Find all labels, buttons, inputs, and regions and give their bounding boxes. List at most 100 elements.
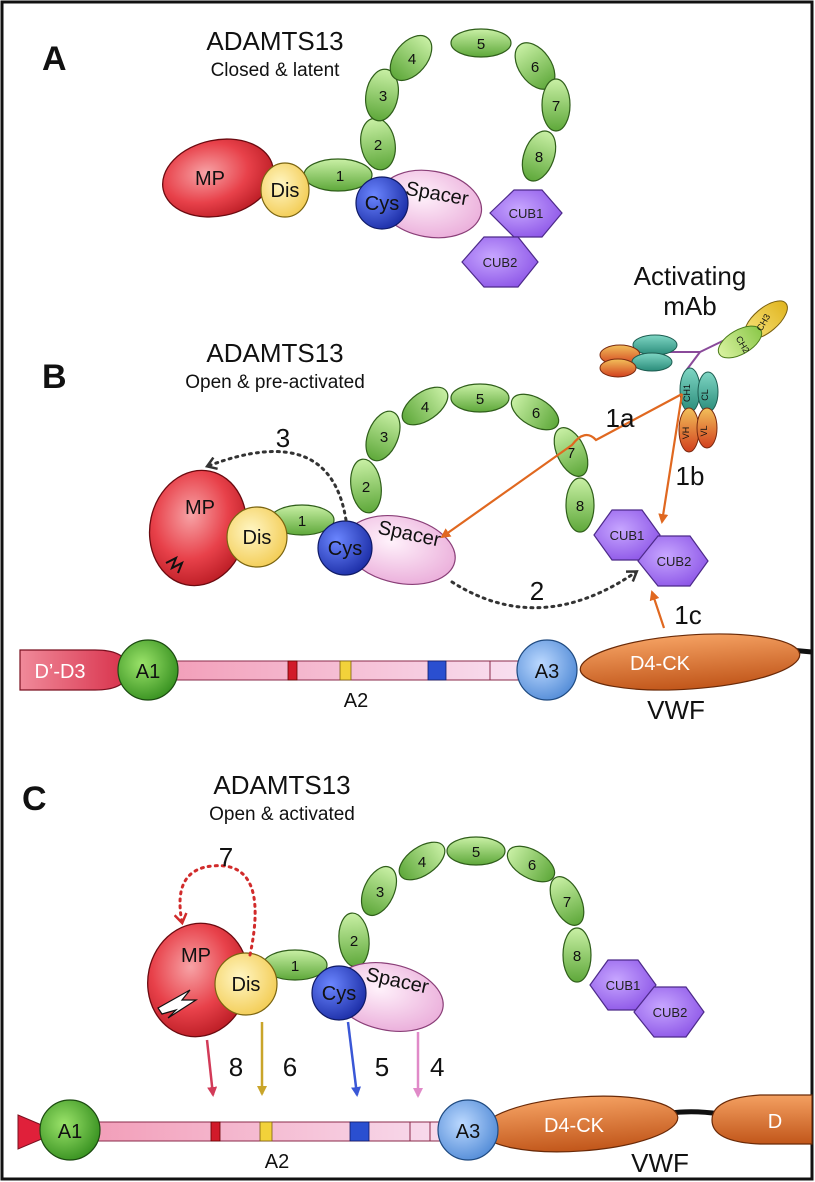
tsp-6-b-label: 6 xyxy=(532,405,540,422)
tsp-8-a xyxy=(521,130,557,182)
tsp-7-a-label: 7 xyxy=(552,98,560,115)
tsp-3-b-label: 3 xyxy=(380,429,388,446)
dis-label-b: Dis xyxy=(243,527,272,549)
arrow-8 xyxy=(205,1039,218,1097)
a3-label-b: A3 xyxy=(535,661,559,683)
vwf-label-c: VWF xyxy=(631,1148,689,1178)
cys-domain-a xyxy=(355,176,409,230)
dis-domain-b xyxy=(226,506,288,568)
tsp-arc-b xyxy=(269,383,595,536)
tsp-8-a-label: 8 xyxy=(535,149,543,166)
panel-c: C ADAMTS13 Open & activated 2 3 4 5 6 7 … xyxy=(17,770,813,1178)
cub1-domain-c xyxy=(589,959,657,1011)
a2-site-yellow-b xyxy=(339,660,352,681)
vwf-label-b: VWF xyxy=(647,695,705,725)
arrow-3-label: 3 xyxy=(276,423,290,453)
mp-cleft-icon xyxy=(165,555,184,574)
arrow-3-dotted xyxy=(208,450,348,522)
dis-domain-a xyxy=(260,162,310,218)
tsp-5-a-label: 5 xyxy=(477,36,485,53)
tsp-ring-a xyxy=(303,28,571,192)
panel-b-letter: B xyxy=(42,358,67,396)
tsp-3-b xyxy=(365,410,401,462)
mab-cl-label: CL xyxy=(700,389,710,401)
arrow-1a xyxy=(440,393,683,539)
a1-domain-b xyxy=(117,639,179,701)
mab-ch1-label: CH1 xyxy=(682,384,692,402)
dis-domain-c xyxy=(214,952,278,1016)
panel-a-letter: A xyxy=(42,40,67,78)
a2-label-c: A2 xyxy=(265,1151,289,1173)
panel-c-title: ADAMTS13 xyxy=(213,770,350,800)
tsp-3-a xyxy=(365,68,399,122)
mp-label-c: MP xyxy=(181,945,211,967)
mab-vl-icon xyxy=(696,407,718,449)
cub1-label-a: CUB1 xyxy=(509,206,544,221)
panel-a: A ADAMTS13 Closed & latent 2 3 4 5 6 7 8… xyxy=(42,26,571,288)
mab-binding-arrows xyxy=(440,393,684,629)
cys-label-a: Cys xyxy=(365,193,399,215)
mab-vl-label: VL xyxy=(699,425,709,436)
tsp-3-c xyxy=(360,865,398,917)
tsp-8-c-label: 8 xyxy=(573,948,581,965)
tsp-5-c xyxy=(446,836,506,866)
cub2-label-b: CUB2 xyxy=(657,554,692,569)
a2-site-yellow-c xyxy=(259,1121,273,1142)
tsp-2-b xyxy=(350,458,382,514)
cub1-domain-b xyxy=(593,509,661,561)
tsp-1-b-label: 1 xyxy=(298,513,306,530)
d3-label-b: D’-D3 xyxy=(34,661,85,683)
arrow-8-label: 8 xyxy=(229,1052,243,1082)
tsp-7-a xyxy=(541,78,571,132)
mab-title-line2: mAb xyxy=(663,291,716,321)
cub1-label-b: CUB1 xyxy=(610,528,645,543)
tsp-8-c xyxy=(562,927,592,983)
a2-bar-b xyxy=(149,660,521,681)
a2-site-red-c xyxy=(210,1121,221,1142)
tsp-7-c xyxy=(549,876,585,926)
panel-c-subtitle: Open & activated xyxy=(209,804,355,825)
arrow-2-dotted xyxy=(450,572,636,610)
cub1-label-c: CUB1 xyxy=(606,978,641,993)
tsp-6-c-label: 6 xyxy=(528,857,536,874)
arrow-1b-label: 1b xyxy=(676,461,705,491)
arrow-5-label: 5 xyxy=(375,1052,389,1082)
cub2-domain-a xyxy=(461,236,539,288)
mab-fab-left-ch-lower-icon xyxy=(631,352,673,372)
dis-label-c: Dis xyxy=(232,974,261,996)
vwf-strand-b: D’-D3 A1 D4-CK A3 A2 VWF xyxy=(19,633,813,725)
cys-label-c: Cys xyxy=(322,983,356,1005)
mab-title-line1: Activating xyxy=(634,261,747,291)
mab-vh-label: VH xyxy=(681,427,691,440)
panel-c-letter: C xyxy=(22,780,47,818)
panel-b: B ADAMTS13 Open & pre-activated Activati… xyxy=(19,261,813,725)
arrow-1b xyxy=(658,393,684,524)
arrow-4-label: 4 xyxy=(430,1052,444,1082)
a1-label-c: A1 xyxy=(58,1121,82,1143)
a2-site-blue-b xyxy=(427,660,447,681)
a2-site-red-b xyxy=(287,660,298,681)
tsp-arc-c xyxy=(262,836,592,983)
mab-ch2-icon xyxy=(717,325,763,359)
antibody-icon: CH3 CH2 CH1 CL VH VL xyxy=(599,300,788,453)
cub2-domain-b xyxy=(637,535,709,587)
tsp-7-b xyxy=(553,427,589,477)
tsp-4-a xyxy=(389,34,433,82)
arrow-6-label: 6 xyxy=(283,1052,297,1082)
a1-domain-c xyxy=(39,1099,101,1161)
cub2-label-c: CUB2 xyxy=(653,1005,688,1020)
panel-a-title: ADAMTS13 xyxy=(206,26,343,56)
arrow-7-label: 7 xyxy=(219,842,233,872)
d4-domain-b xyxy=(579,633,801,691)
tsp-1-a-label: 1 xyxy=(336,168,344,185)
tsp-5-b-label: 5 xyxy=(476,391,484,408)
a3-domain-c xyxy=(437,1099,499,1161)
a3-label-c: A3 xyxy=(456,1121,480,1143)
tsp-4-b xyxy=(401,386,449,426)
mab-fab-left-vl-icon xyxy=(599,358,637,378)
d4-label-b: D4-CK xyxy=(630,653,691,675)
tsp-2-c-label: 2 xyxy=(350,933,358,950)
tsp-numbers-a: 2 3 4 5 6 7 8 1 xyxy=(336,36,560,185)
